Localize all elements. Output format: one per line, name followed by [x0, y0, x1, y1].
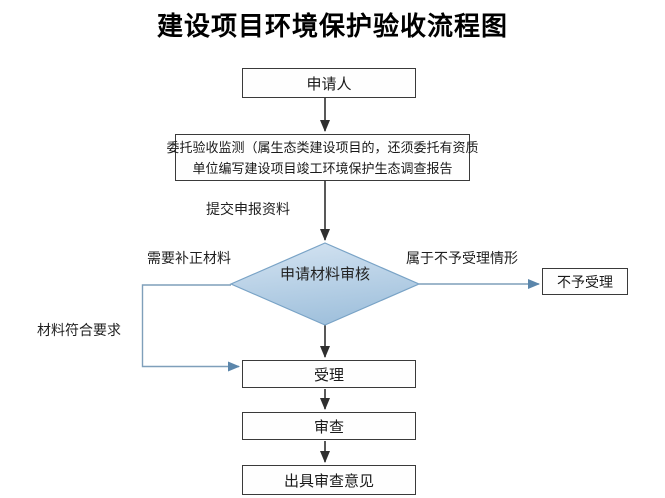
node-issue-opinion: 出具审查意见 [242, 465, 416, 495]
node-accept-label: 受理 [313, 366, 344, 384]
decision-diamond [229, 242, 421, 326]
node-applicant-label: 申请人 [306, 75, 352, 93]
node-reject-label: 不予受理 [557, 273, 613, 290]
node-applicant: 申请人 [242, 68, 416, 98]
node-examine: 审查 [242, 412, 416, 440]
edge-label-materials-qualified: 材料符合要求 [37, 322, 121, 338]
node-entrust-line-1: 委托验收监测（属生态类建设项目的，还须委托有资质 [166, 139, 479, 155]
node-material-review-label: 申请材料审核 [279, 266, 370, 283]
node-reject: 不予受理 [542, 268, 628, 295]
node-entrust: 委托验收监测（属生态类建设项目的，还须委托有资质 单位编写建设项目竣工环境保护生… [167, 134, 479, 181]
edge-label-need-supplement: 需要补正材料 [147, 250, 231, 266]
edge-label-not-accepted-case: 属于不予受理情形 [406, 250, 518, 266]
arrow-review-feedback-to-accept [141, 284, 240, 372]
page-title: 建设项目环境保护验收流程图 [156, 11, 508, 41]
edge-label-submit-materials: 提交申报资料 [206, 201, 290, 217]
node-accept: 受理 [242, 360, 416, 388]
node-issue-opinion-label: 出具审查意见 [283, 472, 374, 490]
node-entrust-line-2: 单位编写建设项目竣工环境保护生态调查报告 [192, 160, 453, 176]
node-examine-label: 审查 [313, 418, 344, 436]
